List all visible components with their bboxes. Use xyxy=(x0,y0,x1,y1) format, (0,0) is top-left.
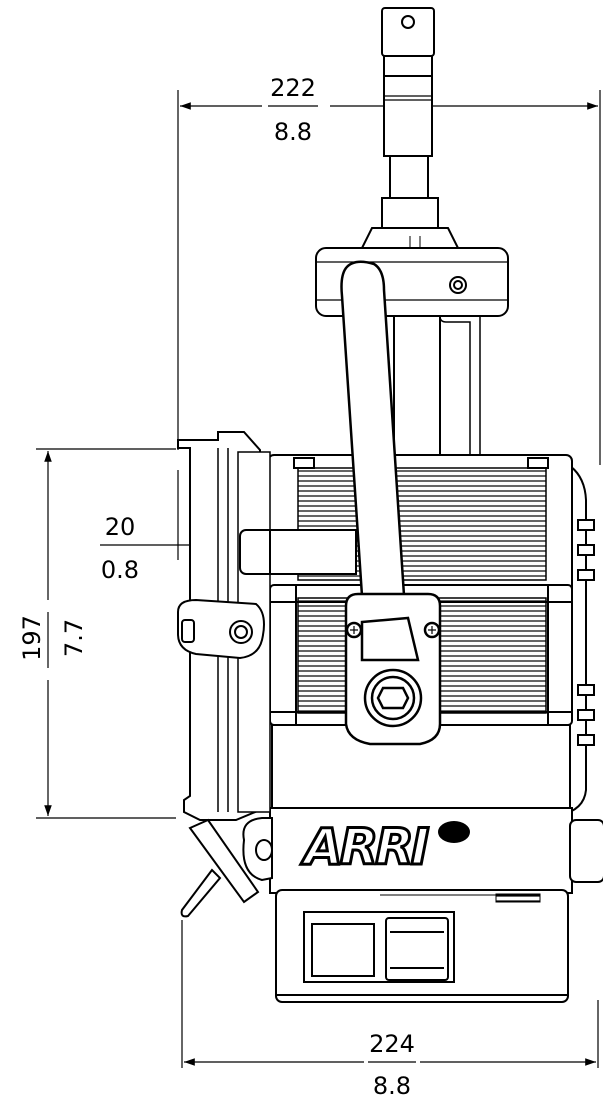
dimension-height: 197 7.7 xyxy=(18,448,176,819)
bottom-width-mm: 224 xyxy=(369,1030,415,1058)
lamp-housing xyxy=(267,453,603,1003)
side-connector xyxy=(569,819,603,883)
bottom-width-inch: 8.8 xyxy=(373,1072,411,1100)
offset-mm: 20 xyxy=(105,513,136,541)
top-width-inch: 8.8 xyxy=(274,118,312,146)
yoke-arm xyxy=(340,260,442,746)
power-switch[interactable] xyxy=(385,917,449,981)
dimension-top-width: 222 8.8 xyxy=(177,74,601,465)
logo-text: ARRI xyxy=(300,818,429,876)
height-inch: 7.7 xyxy=(60,619,88,657)
power-switch-panel xyxy=(303,911,455,983)
height-mm: 197 xyxy=(18,615,46,661)
front-frame xyxy=(177,431,357,821)
top-width-mm: 222 xyxy=(270,74,316,102)
dimension-offset: 20 0.8 xyxy=(100,470,232,584)
tilt-lock-handle[interactable] xyxy=(180,817,273,918)
frame-latch xyxy=(177,598,265,660)
offset-inch: 0.8 xyxy=(101,556,139,584)
mounting-spigot xyxy=(360,7,460,249)
arri-logo: ARRI xyxy=(296,812,476,878)
dimension-bottom-width: 224 8.8 xyxy=(181,920,599,1100)
